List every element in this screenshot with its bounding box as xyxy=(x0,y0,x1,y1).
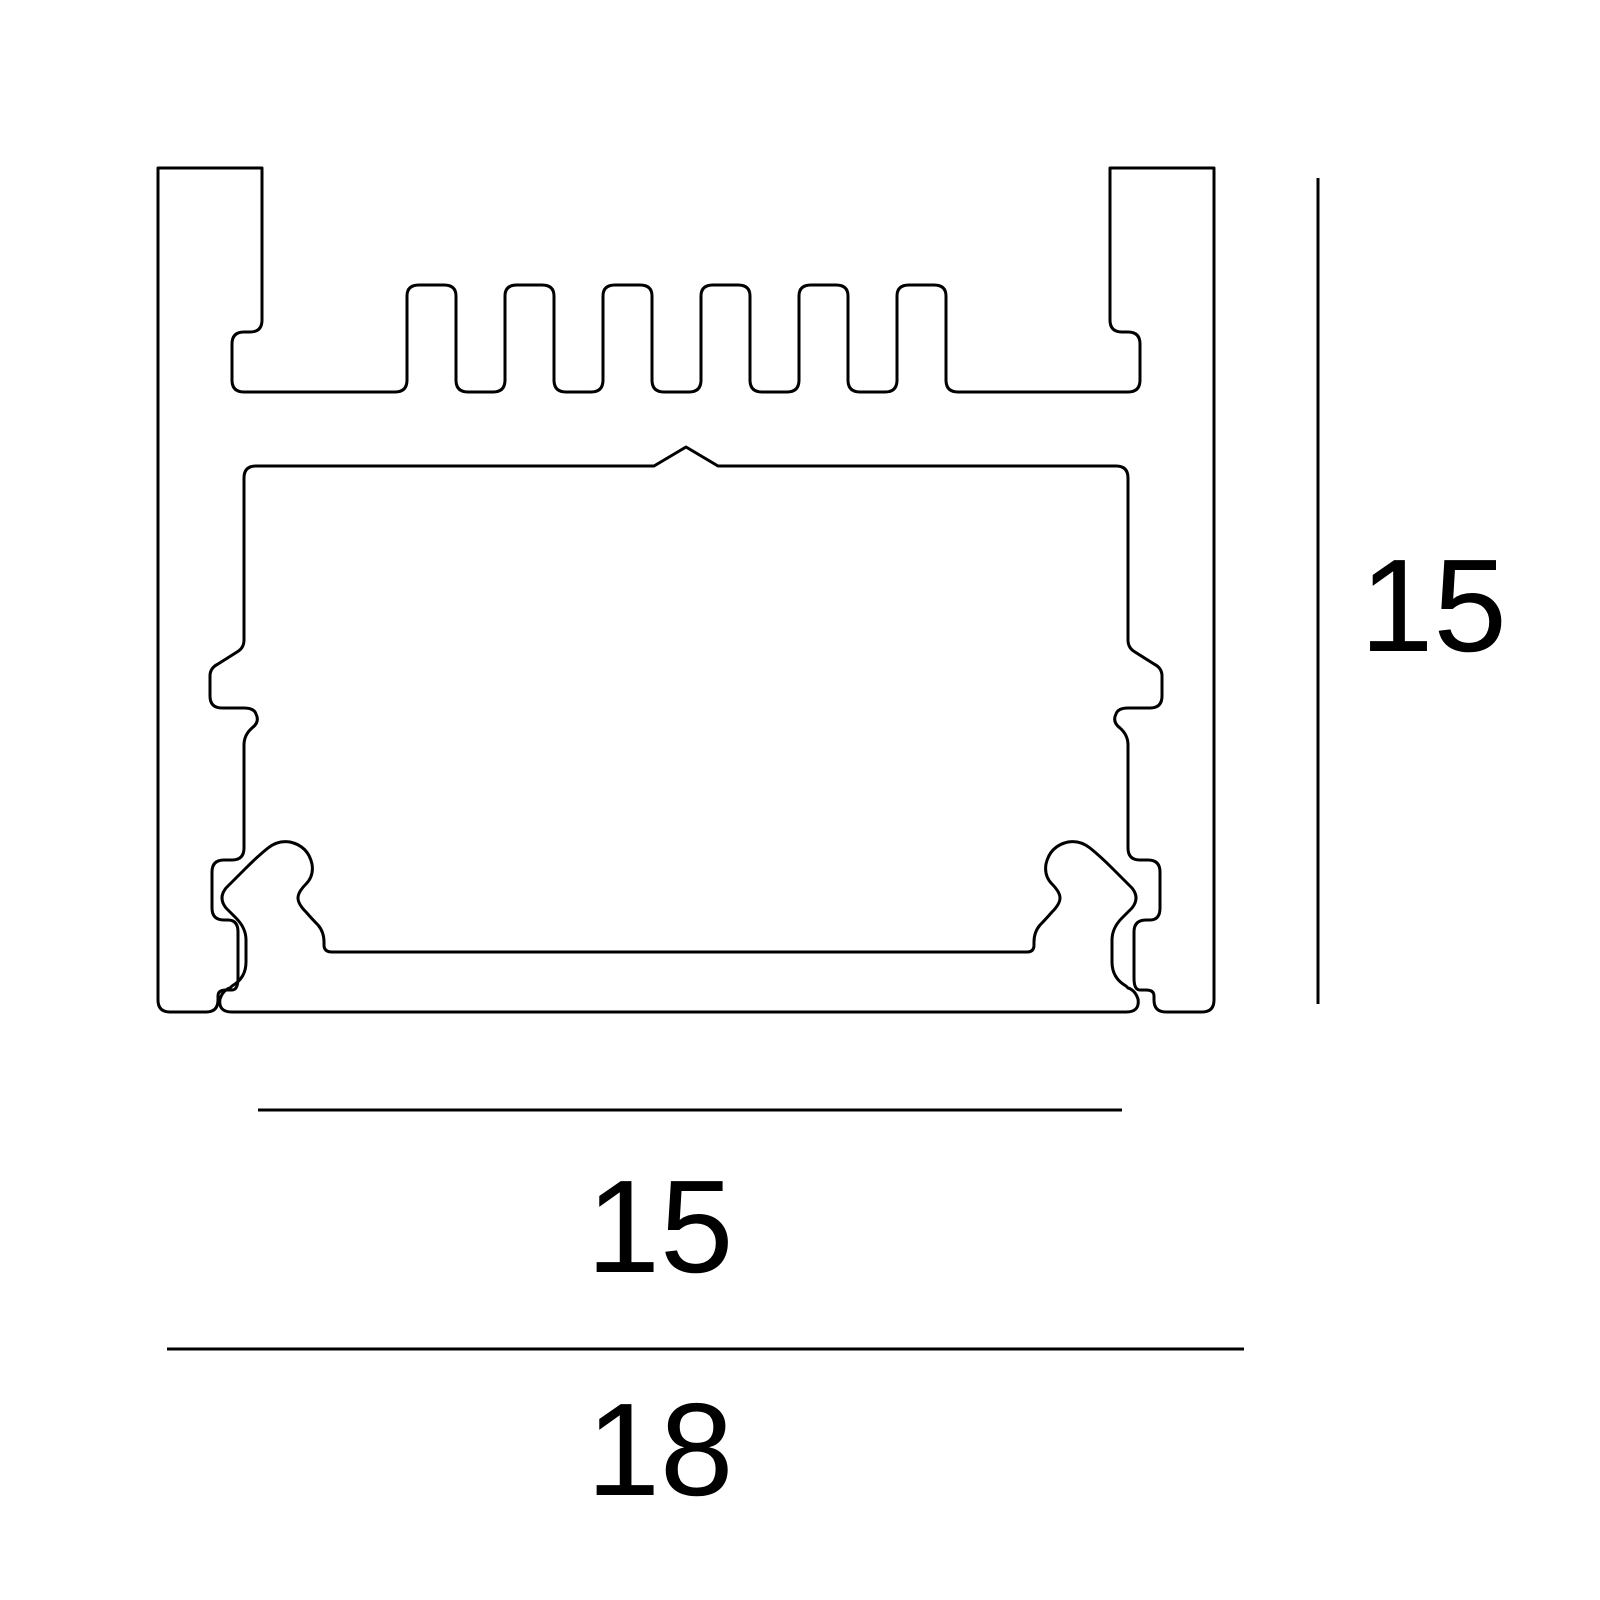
outer-width-dimension-label: 18 xyxy=(587,1376,734,1523)
diffuser-outline xyxy=(218,840,1140,1014)
inner-width-dimension-label: 15 xyxy=(587,1153,734,1300)
outer-profile-outline xyxy=(156,166,1216,1014)
height-dimension-label: 15 xyxy=(1360,532,1507,679)
